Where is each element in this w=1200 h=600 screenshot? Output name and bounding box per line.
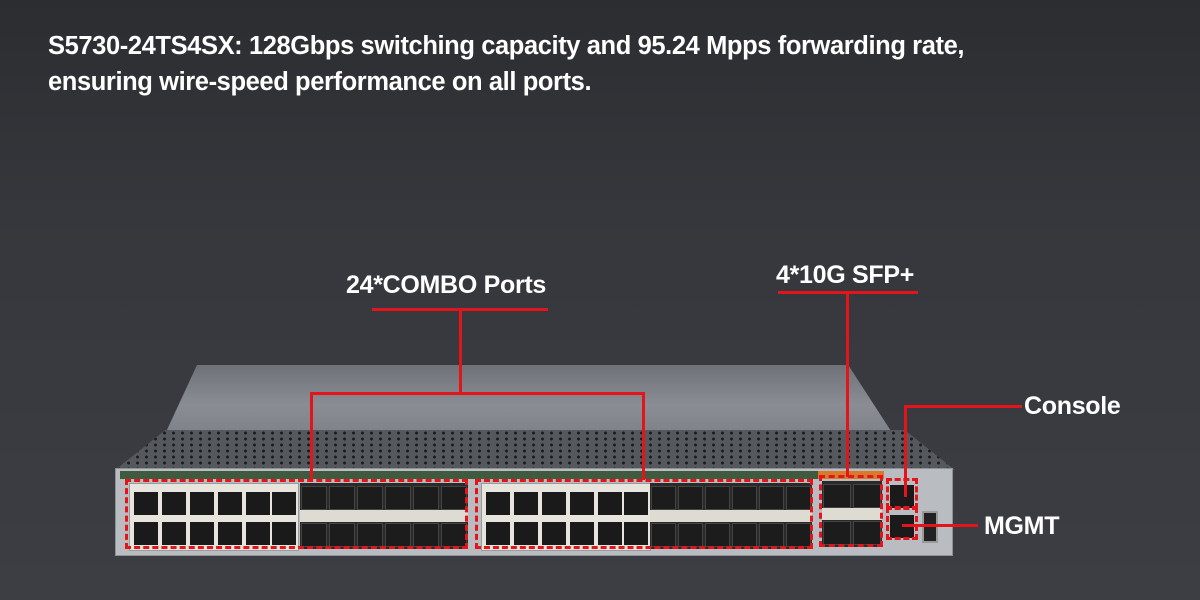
rj45-port [218,522,242,545]
sfp-cage [301,486,327,510]
rj45-port [514,492,538,515]
sfp-cage [678,486,703,510]
combo-bracket [310,392,644,395]
console-label: Console [1024,392,1121,420]
rj45-port [162,522,186,545]
sfp-ports-label: 4*10G SFP+ [776,261,915,289]
sfp-cage [853,484,881,508]
rj45-port [514,522,538,545]
rj45-port [486,492,510,515]
led-strip [120,471,820,479]
console-box [886,478,918,509]
rj45-port [570,492,594,515]
console-line-v [904,405,907,497]
console-port [890,485,914,508]
sfp-stem [846,291,849,477]
sfp-cage [357,523,383,547]
rj45-port [272,522,296,545]
rj45-port [542,522,566,545]
rj45-port [190,522,214,545]
rj45-port [598,492,622,515]
sfp-cage [732,486,757,510]
combo-stem [459,308,462,394]
sfp-cage [651,486,676,510]
mgmt-line [902,524,978,527]
rj45-port [190,492,214,515]
combo-box-2 [475,479,813,549]
rj45-port [624,492,648,515]
sfp-cage [705,486,730,510]
rj45-port [486,522,510,545]
sfp-cage [823,521,851,545]
headline-line-1: S5730-24TS4SX: 128Gbps switching capacit… [48,32,965,60]
rj45-port [272,492,296,515]
rj45-block-1 [129,483,299,551]
rj45-port [570,522,594,545]
combo-box-1 [125,479,468,549]
sfp-cage [823,484,851,508]
rj45-port [134,522,158,545]
sfp-cage [651,523,676,547]
rj45-port [598,522,622,545]
headline-line-2: ensuring wire-speed performance on all p… [48,68,592,96]
mgmt-box [886,507,918,540]
rj45-port [542,492,566,515]
sfp-cage [329,486,355,510]
usb-port [922,511,938,543]
combo-ports-label: 24*COMBO Ports [346,271,547,299]
sfp-cage [759,486,784,510]
rj45-port [624,522,648,545]
sfp-plus-box [819,475,883,547]
sfp-block-1 [300,483,468,549]
rj45-port [134,492,158,515]
switch-front-panel [115,468,953,556]
sfp-block-2 [650,483,812,549]
combo-right-leg [642,392,645,480]
sfp-cage [413,486,439,510]
sfp-cage [385,486,411,510]
sfp-cage [357,486,383,510]
mgmt-label: MGMT [984,512,1060,540]
console-line-h [904,405,1022,408]
sfp-cage [413,523,439,547]
rj45-block-2 [481,483,651,551]
headline: S5730-24TS4SX: 128Gbps switching capacit… [48,28,1188,100]
rj45-port [246,492,270,515]
rj45-port [246,522,270,545]
switch-vent-grille [115,430,955,470]
combo-left-leg [310,392,313,480]
rj45-port [218,492,242,515]
rj45-port [162,492,186,515]
